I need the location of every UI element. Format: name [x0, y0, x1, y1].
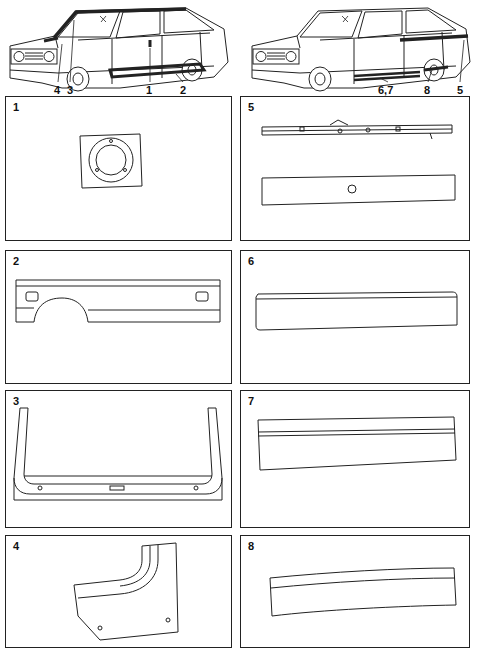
callout-number: 5: [248, 101, 254, 113]
callout-number: 4: [54, 84, 60, 96]
callout-number: 3: [13, 395, 19, 407]
part-panel: 1: [5, 96, 232, 241]
callout-number: 8: [248, 540, 254, 552]
part-panel: 3: [5, 390, 232, 528]
callout-number: 6,7: [378, 84, 393, 96]
callout-number: 5: [457, 84, 463, 96]
callout-number: 2: [13, 255, 19, 267]
callout-number: 2: [180, 84, 186, 96]
callout-number: 8: [424, 84, 430, 96]
callout-number: 6: [248, 255, 254, 267]
part-panel: 8: [240, 535, 470, 648]
part-panel: 4: [5, 535, 232, 648]
part-panel: 2: [5, 250, 232, 384]
callout-number: 7: [248, 395, 254, 407]
part-panel: 7: [240, 390, 470, 528]
part-panel: 5: [240, 96, 470, 241]
callout-number: 4: [13, 540, 19, 552]
callout-number: 3: [67, 84, 73, 96]
part-panel: 6: [240, 250, 470, 384]
callout-number: 1: [146, 84, 152, 96]
callout-number: 1: [13, 101, 19, 113]
